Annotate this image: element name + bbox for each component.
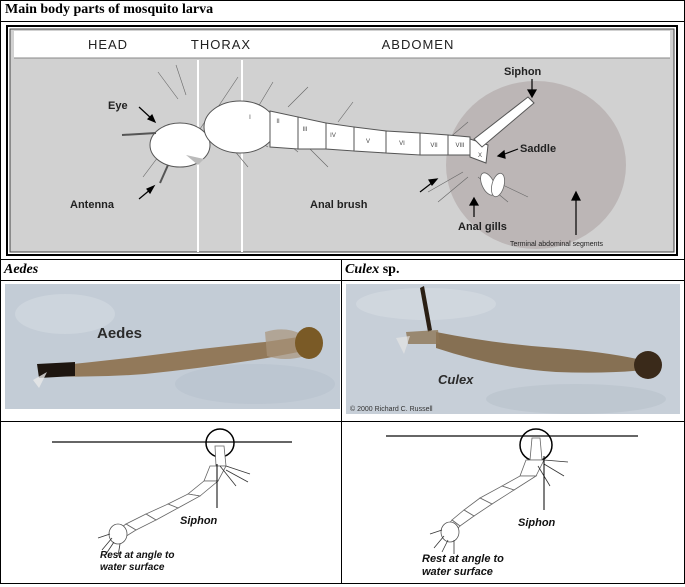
aedes-header: Aedes bbox=[4, 262, 38, 278]
saddle-label: Saddle bbox=[520, 143, 556, 155]
culex-caption-line1: Rest at angle to bbox=[422, 553, 504, 565]
segment-2: II bbox=[276, 119, 280, 125]
aedes-posture: Siphon Rest at angle to water surface bbox=[40, 426, 330, 576]
anal-gills-label: Anal gills bbox=[458, 221, 507, 233]
head-label: HEAD bbox=[88, 37, 128, 52]
aedes-header-cell bbox=[0, 259, 342, 281]
thorax-label: THORAX bbox=[191, 37, 251, 52]
larva-thorax bbox=[203, 100, 277, 154]
segment-6: VI bbox=[399, 141, 405, 147]
aedes-photo-label: Aedes bbox=[97, 325, 142, 342]
culex-posture: Siphon Rest at angle to water surface bbox=[380, 426, 680, 582]
siphon-label: Siphon bbox=[504, 66, 542, 78]
culex-siphon-label: Siphon bbox=[518, 517, 556, 529]
aedes-genus: Aedes bbox=[4, 262, 39, 277]
figure-title: Main body parts of mosquito larva bbox=[5, 2, 214, 17]
anal-brush-label: Anal brush bbox=[310, 199, 368, 211]
photo-credit: © 2000 Richard C. Russell bbox=[350, 405, 433, 413]
culex-sp: sp. bbox=[379, 262, 400, 277]
segment-7: VII bbox=[430, 143, 438, 149]
aedes-siphon-label: Siphon bbox=[180, 515, 218, 527]
segment-5: V bbox=[366, 139, 370, 145]
segment-8: VIII bbox=[455, 143, 464, 149]
segment-3: III bbox=[302, 127, 307, 133]
terminal-label: Terminal abdominal segments bbox=[510, 241, 603, 248]
culex-caption-line2: water surface bbox=[422, 566, 493, 578]
anal-gills bbox=[480, 172, 505, 198]
terminal-circle bbox=[446, 81, 626, 249]
culex-posture-cell bbox=[341, 421, 685, 584]
segment-4: IV bbox=[330, 133, 336, 139]
segment-10: X bbox=[478, 153, 482, 159]
culex-genus: Culex bbox=[345, 262, 380, 277]
abdomen-label: ABDOMEN bbox=[382, 37, 455, 52]
siphon-tube bbox=[473, 96, 535, 148]
culex-photo-label: Culex bbox=[438, 372, 474, 387]
larva-anatomy-svg: HEAD THORAX ABDOMEN bbox=[9, 28, 675, 253]
aedes-caption-line2: water surface bbox=[100, 562, 165, 573]
aedes-caption-line1: Rest at angle to bbox=[100, 550, 174, 561]
abdomen-segments bbox=[269, 110, 489, 164]
antenna-label: Antenna bbox=[70, 199, 115, 211]
anatomy-diagram: HEAD THORAX ABDOMEN bbox=[6, 25, 678, 256]
eye-label: Eye bbox=[108, 100, 128, 112]
segment-1: I bbox=[249, 115, 251, 121]
culex-header: Culex sp. bbox=[345, 262, 399, 278]
aedes-photo: Aedes bbox=[5, 284, 340, 409]
culex-photo: Culex © 2000 Richard C. Russell bbox=[346, 284, 680, 414]
larva-head bbox=[149, 122, 211, 168]
